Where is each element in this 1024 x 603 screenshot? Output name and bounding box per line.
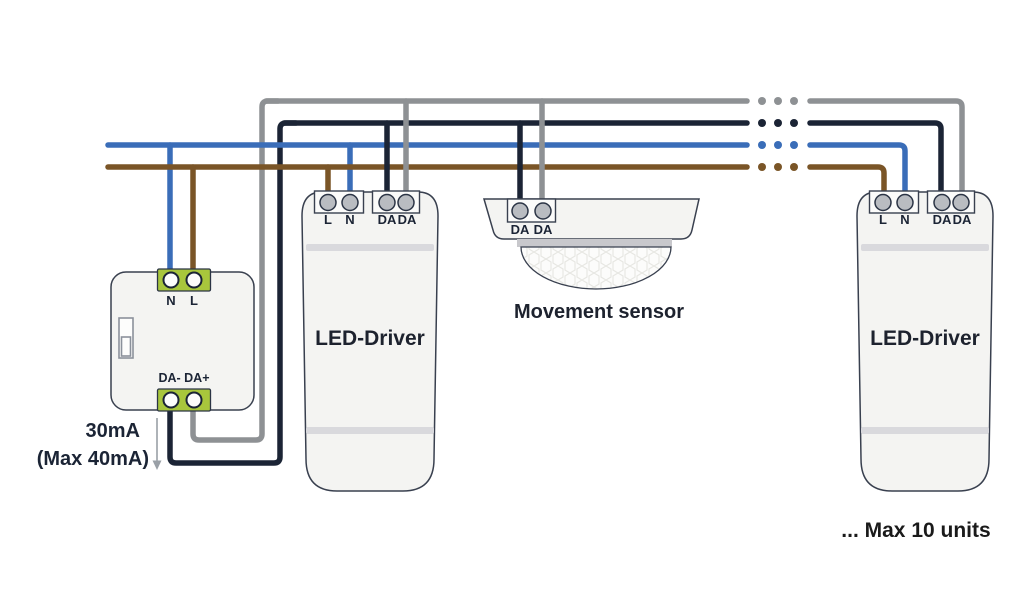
driver2-terminal-l-label: L	[879, 212, 887, 227]
psu-terminal-n	[162, 271, 180, 289]
movement-sensor: DA DA Movement sensor	[483, 198, 700, 323]
driver2-name: LED-Driver	[870, 327, 980, 350]
live-dot	[758, 163, 766, 171]
sensor-shadow	[517, 239, 672, 247]
current-max-label: (Max 40mA)	[37, 448, 149, 470]
da-minus-dot	[758, 119, 766, 127]
psu-terminal-da-plus	[185, 391, 203, 409]
da-plus-dot	[758, 97, 766, 105]
driver2-terminal-da1	[933, 193, 951, 212]
driver2-bottom-vent	[861, 427, 989, 434]
neutral-dot	[774, 141, 782, 149]
driver2-terminal-n-label: N	[900, 212, 909, 227]
current-value-label: 30mA	[86, 420, 140, 442]
driver1-terminal-da1-label: DA	[378, 212, 397, 227]
psu-terminal-l	[185, 271, 203, 289]
da-minus-rail-right	[807, 120, 944, 202]
neutral-dot	[790, 141, 798, 149]
sensor-terminal-da2-label: DA	[534, 222, 553, 237]
driver2-terminal-da1-label: DA	[933, 212, 952, 227]
driver1-bottom-vent	[306, 427, 434, 434]
psu-terminal-da-minus	[162, 391, 180, 409]
driver1-terminal-l-label: L	[324, 212, 332, 227]
driver1-top-vent	[306, 244, 434, 251]
sensor-terminal-da1-label: DA	[511, 222, 530, 237]
driver1-terminal-l	[319, 193, 337, 212]
driver1-terminal-da2-label: DA	[398, 212, 417, 227]
driver1-name: LED-Driver	[315, 327, 425, 350]
dali-plus-wire	[263, 97, 965, 209]
driver1-terminal-da1	[378, 193, 396, 212]
psu-terminal-n-label: N	[166, 293, 175, 308]
da-minus-dot	[774, 119, 782, 127]
driver2-top-vent	[861, 244, 989, 251]
dali-power-supply: N L DA- DA+	[110, 268, 255, 412]
live-dot	[774, 163, 782, 171]
driver2-terminal-da2-label: DA	[953, 212, 972, 227]
neutral-dot	[758, 141, 766, 149]
current-annotation: 30mA (Max 40mA)	[37, 418, 162, 470]
driver1-terminal-n-label: N	[345, 212, 354, 227]
psu-terminal-l-label: L	[190, 293, 198, 308]
current-arrowhead-icon	[152, 460, 162, 470]
sensor-terminal-da1	[511, 202, 529, 220]
driver1-terminal-n	[341, 193, 359, 212]
da-plus-rail-right	[807, 98, 965, 202]
da-plus-dot	[790, 97, 798, 105]
live-rail-right	[807, 164, 887, 202]
live-dot	[790, 163, 798, 171]
driver1-terminal-da2	[397, 193, 415, 212]
led-driver-2: L N DA DA LED-Driver	[856, 190, 994, 492]
led-driver-1: L N DA DA LED-Driver	[301, 190, 439, 492]
da-plus-dot	[774, 97, 782, 105]
driver2-terminal-l	[874, 193, 892, 212]
max-units-note: ... Max 10 units	[841, 519, 990, 542]
da-minus-dot	[790, 119, 798, 127]
psu-switch-knob-icon	[120, 336, 132, 357]
psu-dali-terminal-label: DA- DA+	[158, 371, 209, 385]
driver2-terminal-n	[896, 193, 914, 212]
sensor-name: Movement sensor	[514, 301, 684, 323]
sensor-terminal-da2	[534, 202, 552, 220]
neutral-rail-right	[807, 142, 908, 202]
sensor-dome-lens-icon	[520, 246, 672, 290]
driver2-terminal-da2	[952, 193, 970, 212]
dali-minus-wire	[281, 119, 944, 209]
